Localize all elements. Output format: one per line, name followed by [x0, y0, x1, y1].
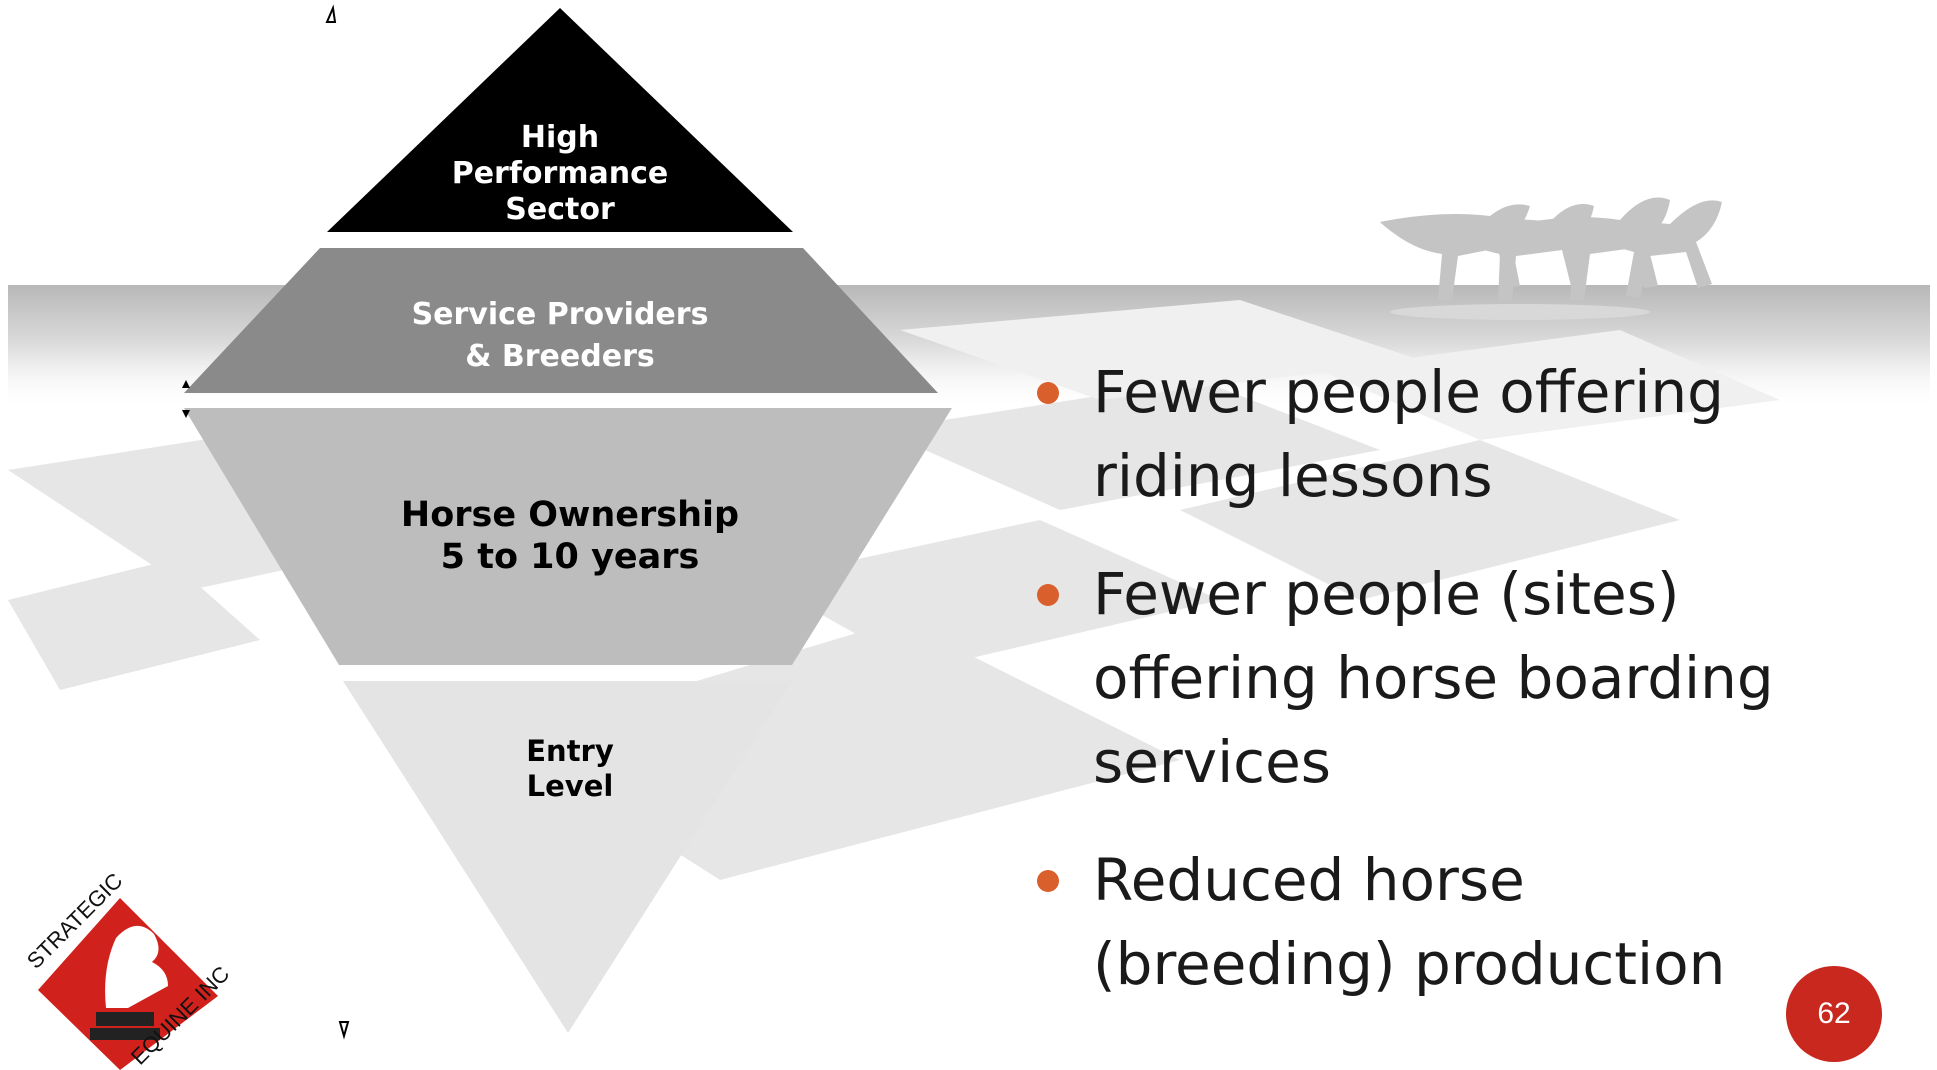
- logo-top-text: STRATEGIC: [22, 870, 128, 974]
- tier-label-line: Horse Ownership: [400, 495, 740, 535]
- page-number-badge: 62: [1786, 966, 1882, 1062]
- running-horses-icon: [1380, 197, 1722, 320]
- corner-mark: [338, 1021, 350, 1040]
- tier-horse-ownership-shape: [184, 408, 952, 665]
- checkerboard-floor-light: [900, 300, 1780, 440]
- tier-high-performance-shape: [327, 8, 793, 232]
- bullet-item: Fewer people offering riding lessons: [1033, 350, 1833, 518]
- bullet-dot-icon: [1037, 584, 1059, 606]
- tier-entry-level-label: Entry Level: [480, 734, 660, 804]
- tier-service-providers-label: Service Providers & Breeders: [360, 294, 760, 378]
- bullet-dot-icon: [1037, 382, 1059, 404]
- tier-label-line: Service Providers: [411, 297, 709, 332]
- bullet-item: Reduced horse (breeding) production: [1033, 838, 1833, 1006]
- logo-bottom-text: EQUINE INC: [126, 961, 235, 1070]
- tier-label-line: Sector: [505, 192, 615, 227]
- bullet-text: Fewer people offering riding lessons: [1093, 358, 1724, 510]
- corner-mark: [182, 380, 190, 388]
- tier-label-line: Performance: [451, 156, 669, 191]
- company-logo: STRATEGIC EQUINE INC: [22, 870, 235, 1070]
- tier-label-line: 5 to 10 years: [440, 537, 700, 577]
- tier-label-line: Level: [526, 768, 614, 803]
- tier-label-line: Entry: [526, 734, 614, 768]
- bullet-list: Fewer people offering riding lessons Few…: [1033, 350, 1833, 1040]
- knight-chess-piece-icon: [38, 898, 218, 1070]
- tier-service-providers-shape: [184, 248, 938, 393]
- bullet-item: Fewer people (sites) offering horse boar…: [1033, 552, 1833, 804]
- tier-high-performance-label: High Performance Sector: [400, 120, 720, 228]
- corner-mark: [325, 4, 337, 23]
- corner-mark: [182, 410, 190, 418]
- tier-label-line: High: [520, 120, 600, 155]
- tier-entry-level-shape: [343, 681, 792, 1033]
- tier-horse-ownership-label: Horse Ownership 5 to 10 years: [350, 494, 790, 578]
- bullet-dot-icon: [1037, 870, 1059, 892]
- bullet-text: Fewer people (sites) offering horse boar…: [1093, 560, 1774, 796]
- bullet-text: Reduced horse (breeding) production: [1093, 846, 1726, 998]
- tier-label-line: & Breeders: [465, 339, 655, 374]
